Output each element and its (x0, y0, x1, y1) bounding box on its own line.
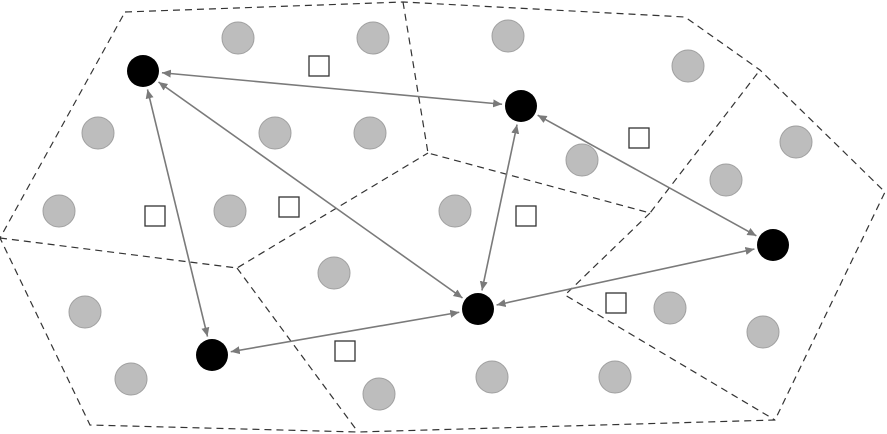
gray-node-icon-18 (362, 377, 396, 411)
gray-node-icon-16 (746, 315, 780, 349)
gray-node-icon-12 (438, 194, 472, 228)
gray-node-icon-5 (258, 116, 292, 150)
gray-node-icon-9 (709, 163, 743, 197)
link-arrow-b-c (537, 114, 757, 237)
gray-node-icon-17 (114, 362, 148, 396)
link-arrow-d-e (230, 309, 460, 355)
head-node-icon-e (196, 339, 228, 371)
gray-node-icon-6 (353, 116, 387, 150)
cluster-head-nodes (127, 55, 789, 371)
square-marker-icon-1 (628, 127, 650, 149)
square-marker-icon-4 (515, 205, 537, 227)
gray-node-icon-11 (213, 194, 247, 228)
gray-node-icon-13 (317, 256, 351, 290)
square-marker-icon-3 (278, 196, 300, 218)
gray-node-icon-4 (81, 116, 115, 150)
gray-node-icon-3 (671, 49, 705, 83)
region-boundary-1 (402, 1, 761, 214)
gray-node-icon-20 (598, 360, 632, 394)
head-node-icon-b (505, 90, 537, 122)
gray-node-icon-15 (653, 291, 687, 325)
link-arrow-b-d (479, 124, 520, 291)
square-marker-icon-6 (334, 340, 356, 362)
gray-node-icon-14 (68, 295, 102, 329)
square-marker-icon-2 (144, 205, 166, 227)
link-arrow-d-c (496, 247, 755, 307)
gray-node-icon-2 (491, 19, 525, 53)
head-links (145, 69, 757, 355)
gray-node-icon-0 (221, 21, 255, 55)
square-marker-icon-5 (605, 292, 627, 314)
region-boundary-4 (564, 212, 776, 421)
gray-node-icon-10 (42, 194, 76, 228)
gray-node-icon-7 (565, 143, 599, 177)
link-arrow-a-e (145, 89, 210, 337)
head-node-icon-d (462, 293, 494, 325)
gray-node-icon-19 (475, 360, 509, 394)
gray-node-icon-1 (356, 21, 390, 55)
square-marker-icon-0 (308, 55, 330, 77)
link-arrow-a-b (161, 69, 503, 108)
gray-node-icon-8 (779, 125, 813, 159)
head-node-icon-c (757, 229, 789, 261)
head-node-icon-a (127, 55, 159, 87)
link-arrow-a-d (158, 81, 463, 299)
